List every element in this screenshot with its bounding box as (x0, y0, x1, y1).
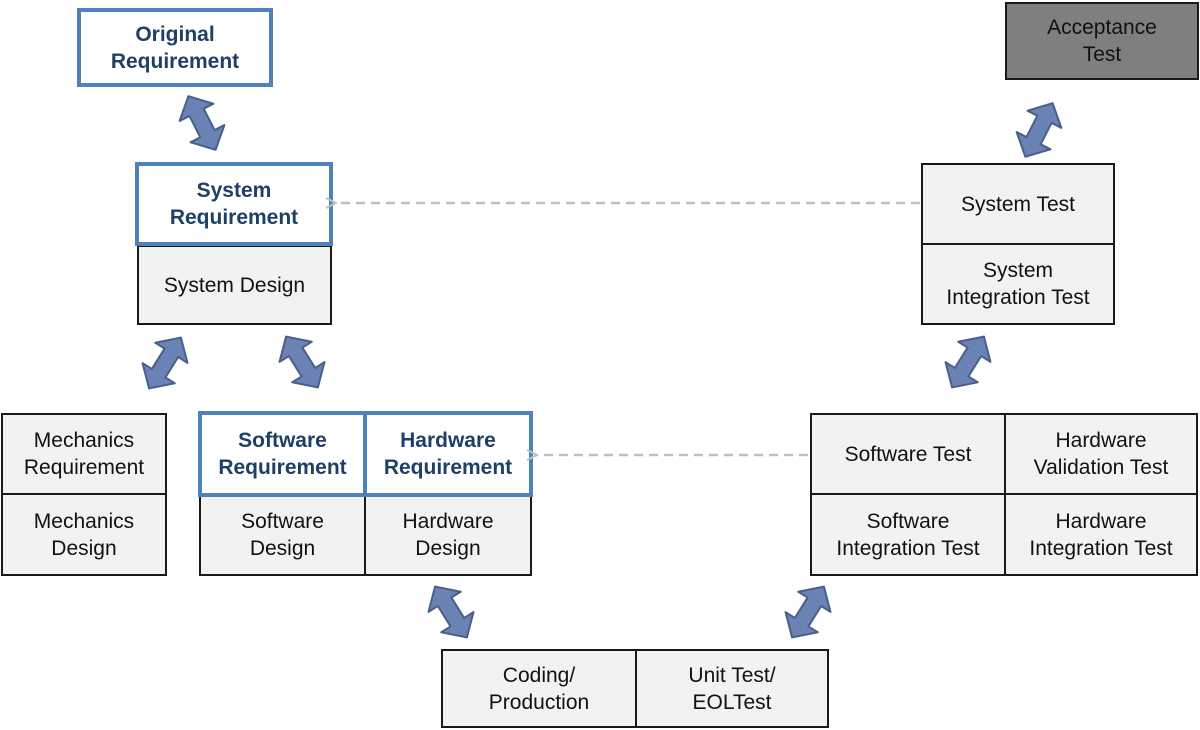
acceptance-test-box: Acceptance Test (1005, 2, 1199, 80)
system-test-box: System Test (921, 163, 1115, 245)
original-requirement-box: Original Requirement (77, 8, 273, 87)
unit-test-box: Unit Test/ EOLTest (635, 649, 829, 728)
mechanics-design-box: Mechanics Design (1, 493, 167, 576)
software-requirement-box: Software Requirement (198, 411, 367, 497)
mechanics-requirement-box: Mechanics Requirement (1, 413, 167, 495)
double-arrow-icon (141, 336, 189, 390)
software-test-box: Software Test (810, 413, 1006, 495)
double-arrow-icon (427, 585, 475, 639)
coding-production-box: Coding/ Production (441, 649, 637, 728)
hardware-requirement-box: Hardware Requirement (363, 411, 533, 497)
double-arrow-icon (944, 335, 992, 389)
system-design-box: System Design (137, 245, 332, 325)
system-requirement-box: System Requirement (135, 162, 333, 246)
double-arrow-icon (278, 335, 326, 389)
hardware-validation-test-box: Hardware Validation Test (1004, 413, 1198, 495)
double-arrow-icon (178, 95, 226, 151)
double-arrow-icon (1015, 102, 1063, 158)
double-arrow-icon (784, 585, 832, 639)
hardware-design-box: Hardware Design (364, 493, 532, 576)
software-design-box: Software Design (199, 493, 366, 576)
software-integration-test-box: Software Integration Test (810, 493, 1006, 576)
system-integration-test-box: System Integration Test (921, 243, 1115, 325)
hardware-integration-test-box: Hardware Integration Test (1004, 493, 1198, 576)
